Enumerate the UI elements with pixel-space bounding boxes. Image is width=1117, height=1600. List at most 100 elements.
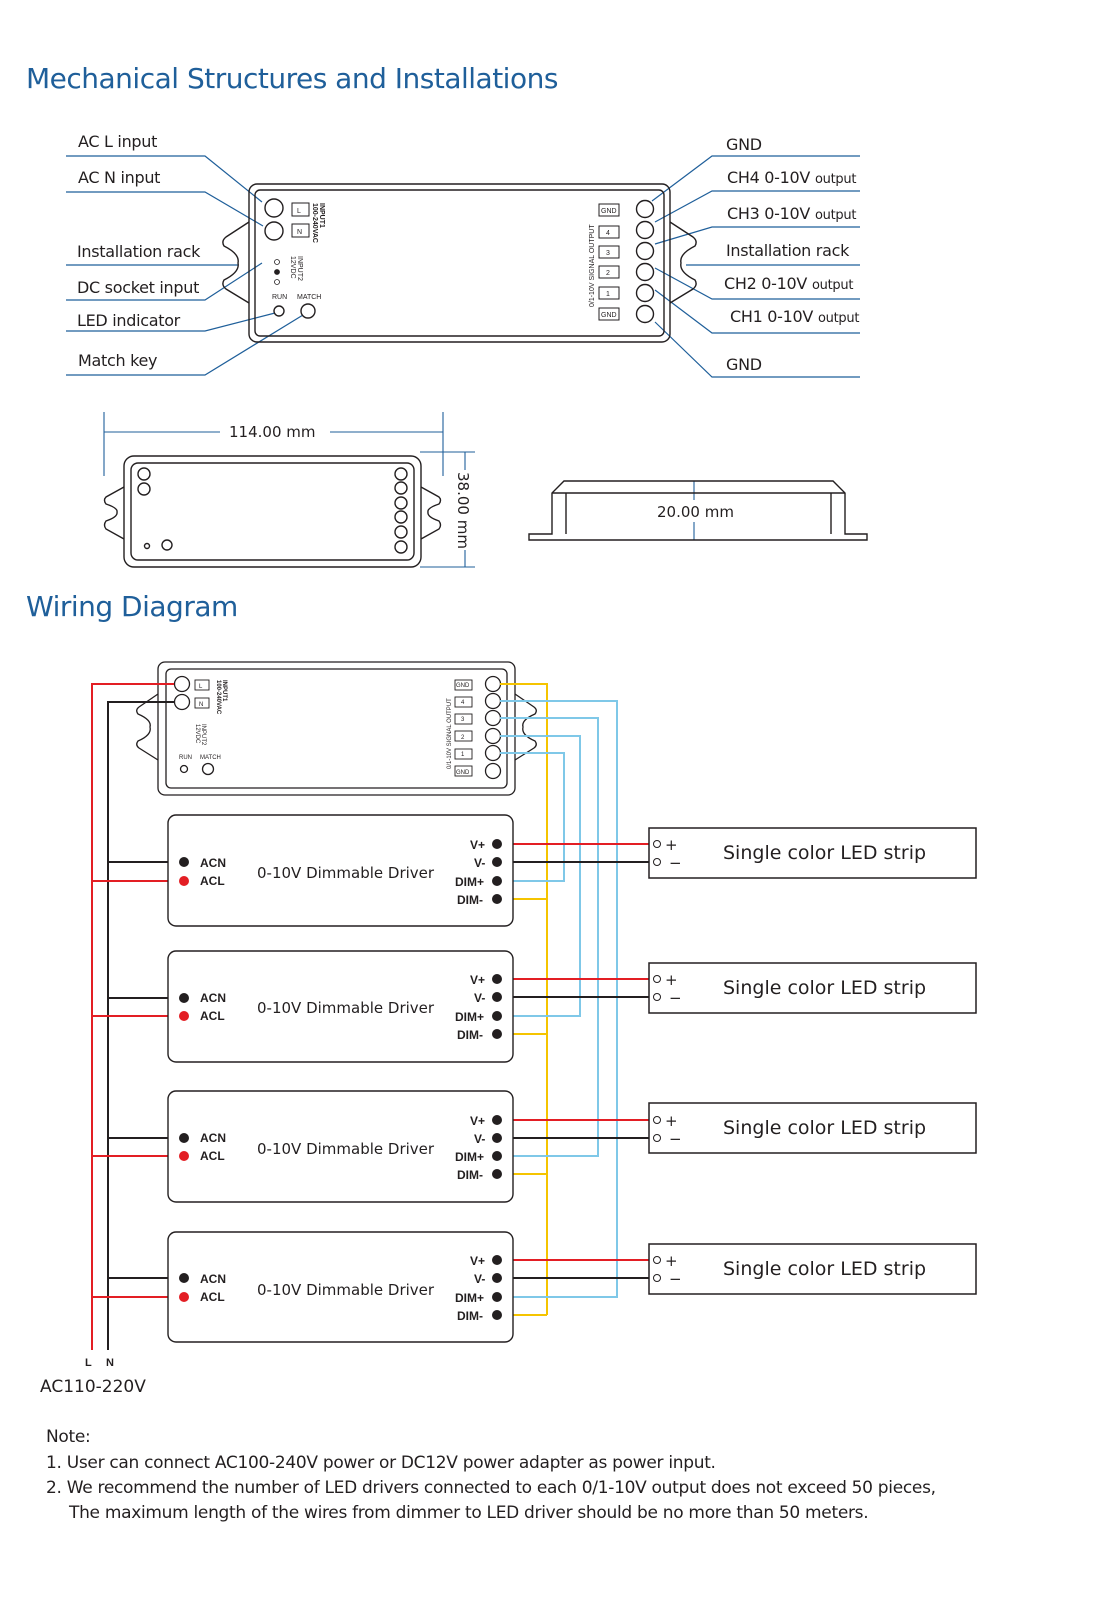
svg-text:ACL: ACL	[200, 874, 225, 888]
svg-text:0/1-10V SIGNAL OUTPUT: 0/1-10V SIGNAL OUTPUT	[589, 224, 596, 307]
svg-text:V+: V+	[470, 1114, 485, 1128]
svg-text:100-240VAC: 100-240VAC	[311, 203, 318, 243]
led-strip-1: +− Single color LED strip	[648, 827, 977, 879]
svg-text:+: +	[665, 1252, 678, 1270]
svg-text:2: 2	[606, 270, 610, 277]
svg-text:GND: GND	[456, 683, 470, 689]
svg-text:RUN: RUN	[179, 755, 192, 761]
svg-text:RUN: RUN	[272, 294, 287, 301]
svg-text:MATCH: MATCH	[297, 294, 321, 301]
callout-led-indicator: LED indicator	[77, 311, 181, 330]
svg-text:DIM+: DIM+	[455, 1150, 484, 1164]
svg-text:12VDC: 12VDC	[289, 256, 296, 279]
callout-lines	[66, 155, 860, 378]
driver-1: ACN ACL 0-10V Dimmable Driver V+ V- DIM+ DI…	[167, 814, 514, 927]
svg-text:+: +	[665, 836, 678, 854]
svg-text:0-10V Dimmable Driver: 0-10V Dimmable Driver	[257, 1281, 435, 1299]
mains-n-label: N	[106, 1357, 114, 1369]
signal-wires	[500, 683, 618, 1316]
svg-text:INPUT1: INPUT1	[318, 203, 325, 228]
svg-text:DIM-: DIM-	[457, 893, 483, 907]
svg-text:0-10V Dimmable Driver: 0-10V Dimmable Driver	[257, 1140, 435, 1158]
svg-text:DIM-: DIM-	[457, 1309, 483, 1323]
mains-l-label: L	[85, 1357, 92, 1369]
svg-text:ACN: ACN	[200, 1272, 226, 1286]
callout-dc-socket-input: DC socket input	[77, 278, 199, 297]
note-heading: Note:	[46, 1427, 91, 1447]
svg-text:1: 1	[606, 291, 610, 298]
svg-text:V-: V-	[474, 1272, 485, 1286]
callout-gnd-top: GND	[726, 135, 762, 154]
svg-text:1: 1	[461, 752, 465, 758]
svg-text:MATCH: MATCH	[200, 755, 221, 761]
ac-l-terminal	[264, 198, 284, 218]
svg-text:3: 3	[461, 717, 465, 723]
svg-text:DIM+: DIM+	[455, 875, 484, 889]
svg-text:−: −	[669, 1130, 682, 1148]
svg-text:4: 4	[606, 230, 610, 237]
svg-text:V-: V-	[474, 856, 485, 870]
svg-text:ACN: ACN	[200, 991, 226, 1005]
ac-n-terminal	[264, 221, 284, 241]
led-strip-3: +− Single color LED strip	[648, 1102, 977, 1154]
svg-text:+: +	[665, 1112, 678, 1130]
svg-text:3: 3	[606, 250, 610, 257]
svg-text:4: 4	[461, 700, 465, 706]
svg-text:V-: V-	[474, 991, 485, 1005]
dimension-length: 114.00 mm	[229, 423, 315, 441]
left-callouts: AC L input AC N input Installation rack …	[77, 132, 201, 370]
dimension-front-view	[103, 455, 442, 568]
svg-text:2: 2	[461, 735, 465, 741]
svg-text:0/1-10V SIGNAL OUTPUT: 0/1-10V SIGNAL OUTPUT	[447, 698, 453, 769]
led-strip-2: +− Single color LED strip	[648, 962, 977, 1014]
svg-text:N: N	[199, 702, 203, 708]
svg-text:GND: GND	[601, 208, 617, 215]
svg-text:0-10V Dimmable Driver: 0-10V Dimmable Driver	[257, 864, 435, 882]
mains-voltage-label: AC110-220V	[40, 1377, 146, 1397]
callout-match-key: Match key	[78, 351, 157, 370]
svg-text:V-: V-	[474, 1132, 485, 1146]
wiring-controller-labels: L N INPUT1 100-240VAC INPUT2 12VDC RUN M…	[179, 680, 470, 776]
svg-text:GND: GND	[456, 770, 470, 776]
callout-ac-n-input: AC N input	[78, 168, 160, 187]
run-led	[273, 305, 285, 317]
svg-text:DIM-: DIM-	[457, 1028, 483, 1042]
match-key	[300, 303, 316, 319]
note-item-2: 2. We recommend the number of LED driver…	[46, 1478, 936, 1498]
svg-text:INPUT2: INPUT2	[200, 724, 206, 746]
svg-text:−: −	[669, 854, 682, 872]
note-item-1: 1. User can connect AC100-240V power or …	[46, 1453, 716, 1473]
svg-text:DIM+: DIM+	[455, 1291, 484, 1305]
svg-text:L: L	[199, 684, 203, 690]
svg-text:ACN: ACN	[200, 856, 226, 870]
svg-text:V+: V+	[470, 973, 485, 987]
svg-text:−: −	[669, 1270, 682, 1288]
svg-text:Single color LED strip: Single color LED strip	[723, 977, 926, 999]
svg-text:L: L	[297, 208, 301, 215]
svg-text:V+: V+	[470, 838, 485, 852]
svg-text:GND: GND	[601, 312, 617, 319]
dimension-width: 38.00 mm	[454, 472, 472, 549]
svg-text:INPUT2: INPUT2	[296, 256, 303, 281]
strip-wires	[497, 843, 660, 1279]
svg-text:Single color LED strip: Single color LED strip	[723, 1258, 926, 1280]
svg-text:Single color LED strip: Single color LED strip	[723, 842, 926, 864]
svg-text:ACL: ACL	[200, 1290, 225, 1304]
svg-text:−: −	[669, 989, 682, 1007]
device-drawing-top	[222, 183, 697, 343]
svg-text:V+: V+	[470, 1254, 485, 1268]
mechanical-section-title: Mechanical Structures and Installations	[26, 62, 558, 95]
svg-text:INPUT1: INPUT1	[221, 680, 227, 702]
svg-text:DIM+: DIM+	[455, 1010, 484, 1024]
dimension-lines	[103, 412, 695, 568]
note-item-3: The maximum length of the wires from dim…	[69, 1503, 869, 1523]
device-labels-top: L N INPUT1 100-240VAC INPUT2 12VDC RUN M…	[272, 203, 617, 319]
callout-gnd-bottom: GND	[726, 355, 762, 374]
svg-text:0-10V Dimmable Driver: 0-10V Dimmable Driver	[257, 999, 435, 1017]
